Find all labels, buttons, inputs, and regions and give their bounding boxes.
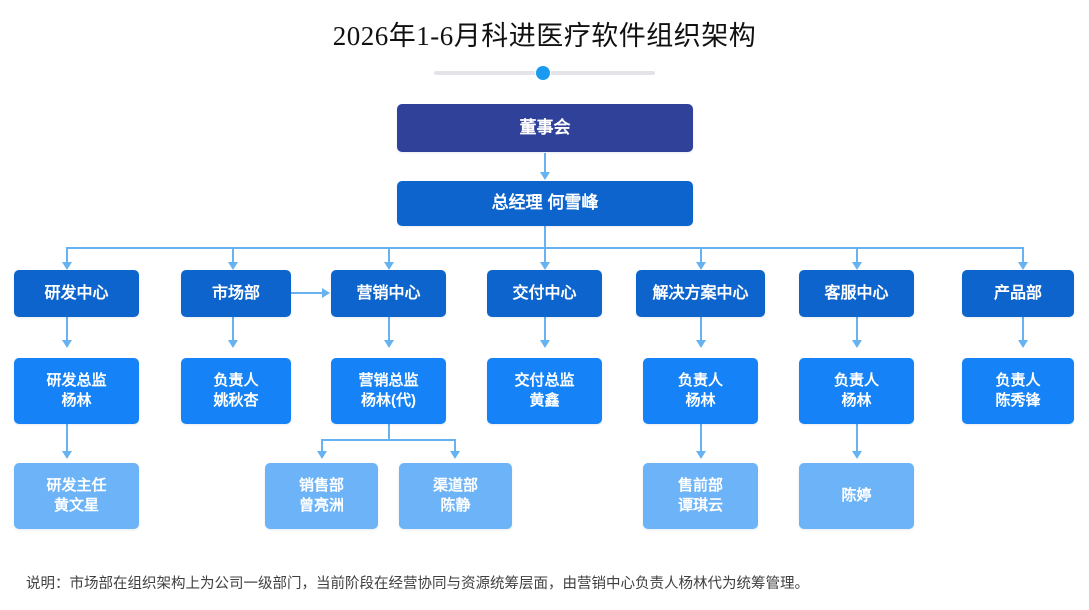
- arrow-sales-mgr-icon: [384, 340, 394, 348]
- node-dept-customer-service[interactable]: 客服中心: [799, 270, 914, 317]
- arrow-bus-product-icon: [1018, 262, 1028, 270]
- connector-product-mgr: [1022, 317, 1024, 343]
- node-dept-solution[interactable]: 解决方案中心: [636, 270, 765, 317]
- connector-salesmgr-bar: [321, 439, 455, 441]
- arrow-product-mgr-icon: [1018, 340, 1028, 348]
- node-manager-sales[interactable]: 营销总监 杨林(代): [331, 358, 446, 424]
- node-team-presales[interactable]: 售前部 谭琪云: [643, 463, 758, 529]
- arrow-rdmgr-team-icon: [62, 451, 72, 459]
- node-dept-rd[interactable]: 研发中心: [14, 270, 139, 317]
- arrow-salesmgr-left-icon: [317, 451, 327, 459]
- connector-salesmgr-right: [454, 439, 456, 454]
- node-manager-customer-service[interactable]: 负责人 杨林: [799, 358, 914, 424]
- node-dept-product[interactable]: 产品部: [962, 270, 1074, 317]
- connector-salesmgr-stem: [388, 424, 390, 440]
- arrow-servicemgr-team-icon: [852, 451, 862, 459]
- connector-board-gm: [544, 153, 546, 175]
- arrow-bus-solution-icon: [696, 262, 706, 270]
- page-slider[interactable]: [434, 65, 655, 81]
- node-dept-delivery[interactable]: 交付中心: [487, 270, 602, 317]
- arrow-solution-mgr-icon: [696, 340, 706, 348]
- connector-solutionmgr-team: [700, 424, 702, 454]
- arrow-solutionmgr-team-icon: [696, 451, 706, 459]
- footnote: 说明：市场部在组织架构上为公司一级部门，当前阶段在经营协同与资源统筹层面，由营销…: [26, 576, 809, 592]
- connector-rd-mgr: [66, 317, 68, 343]
- arrow-bus-sales-icon: [384, 262, 394, 270]
- connector-bus-mkt: [232, 247, 234, 265]
- arrow-salesmgr-right-icon: [450, 451, 460, 459]
- connector-bus-rd: [66, 247, 68, 265]
- arrow-mkt-mgr-icon: [228, 340, 238, 348]
- connector-mkt-mgr: [232, 317, 234, 343]
- arrow-bus-mkt-icon: [228, 262, 238, 270]
- node-board[interactable]: 董事会: [397, 104, 693, 152]
- connector-gm-bus: [544, 226, 546, 248]
- arrow-board-gm-icon: [540, 172, 550, 180]
- node-team-sales[interactable]: 销售部 曾亮洲: [265, 463, 378, 529]
- node-manager-solution[interactable]: 负责人 杨林: [643, 358, 758, 424]
- arrow-service-mgr-icon: [852, 340, 862, 348]
- node-team-customer-service[interactable]: 陈婷: [799, 463, 914, 529]
- connector-bus-service: [856, 247, 858, 265]
- arrow-mkt-to-sales-icon: [322, 288, 330, 298]
- arrow-bus-rd-icon: [62, 262, 72, 270]
- connector-delivery-mgr: [544, 317, 546, 343]
- node-dept-marketing[interactable]: 市场部: [181, 270, 291, 317]
- node-manager-marketing[interactable]: 负责人 姚秋杏: [181, 358, 291, 424]
- node-manager-product[interactable]: 负责人 陈秀锋: [962, 358, 1074, 424]
- arrow-delivery-mgr-icon: [540, 340, 550, 348]
- slider-knob[interactable]: [536, 66, 550, 80]
- node-manager-delivery[interactable]: 交付总监 黄鑫: [487, 358, 602, 424]
- node-general-manager[interactable]: 总经理 何雪峰: [397, 181, 693, 226]
- arrow-bus-service-icon: [852, 262, 862, 270]
- connector-bus-product: [1022, 247, 1024, 265]
- arrow-rd-mgr-icon: [62, 340, 72, 348]
- connector-salesmgr-left: [321, 439, 323, 454]
- connector-mkt-to-sales: [291, 292, 323, 294]
- connector-bus-delivery: [544, 247, 546, 265]
- page-title: 2026年1-6月科进医疗软件组织架构: [332, 21, 757, 51]
- connector-solution-mgr: [700, 317, 702, 343]
- node-manager-rd[interactable]: 研发总监 杨林: [14, 358, 139, 424]
- node-team-rd[interactable]: 研发主任 黄文星: [14, 463, 139, 529]
- connector-bus-sales: [388, 247, 390, 265]
- connector-service-mgr: [856, 317, 858, 343]
- node-team-channel[interactable]: 渠道部 陈静: [399, 463, 512, 529]
- connector-servicemgr-team: [856, 424, 858, 454]
- node-dept-sales-center[interactable]: 营销中心: [331, 270, 446, 317]
- connector-sales-mgr: [388, 317, 390, 343]
- arrow-bus-delivery-icon: [540, 262, 550, 270]
- connector-rdmgr-team: [66, 424, 68, 454]
- connector-bus-solution: [700, 247, 702, 265]
